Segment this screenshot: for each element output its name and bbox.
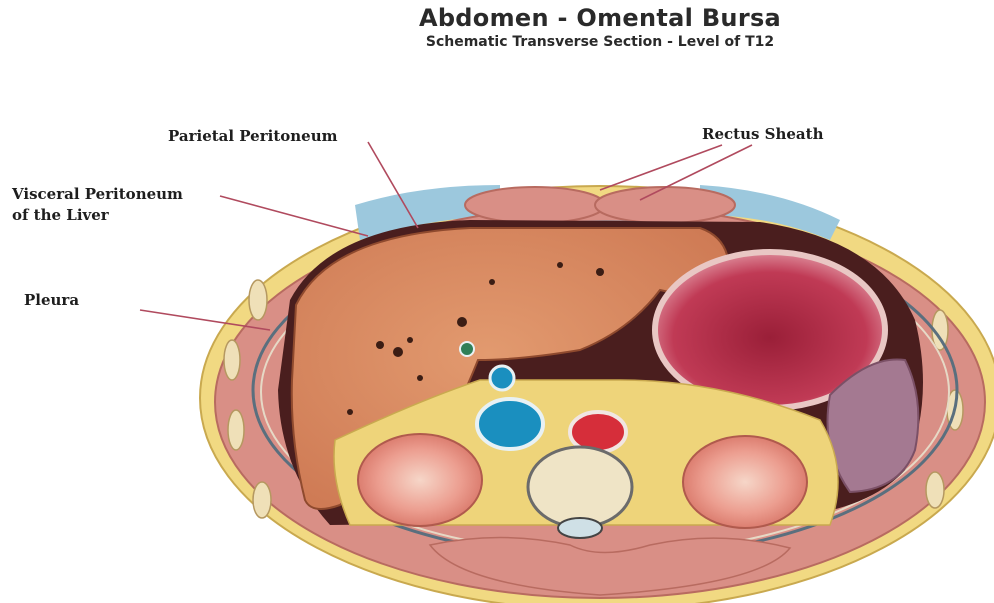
- inferior-vena-cava: [477, 399, 543, 449]
- rectus-muscle-right: [595, 187, 735, 223]
- label-pleura: Pleura: [24, 290, 79, 311]
- kidney-left: [358, 434, 482, 526]
- leader-visceral: [220, 196, 368, 236]
- label-rectus-sheath: Rectus Sheath: [702, 124, 823, 145]
- rectus-muscle-left: [465, 187, 605, 223]
- label-parietal-peritoneum: Parietal Peritoneum: [168, 126, 338, 147]
- label-visceral-peritoneum: Visceral Peritoneum of the Liver: [12, 184, 183, 226]
- bile-duct: [460, 342, 474, 356]
- kidney-right: [683, 436, 807, 528]
- vertebral-body: [528, 447, 632, 527]
- spinal-canal: [558, 518, 602, 538]
- leader-rectus-1: [600, 145, 722, 190]
- portal-vein: [490, 366, 514, 390]
